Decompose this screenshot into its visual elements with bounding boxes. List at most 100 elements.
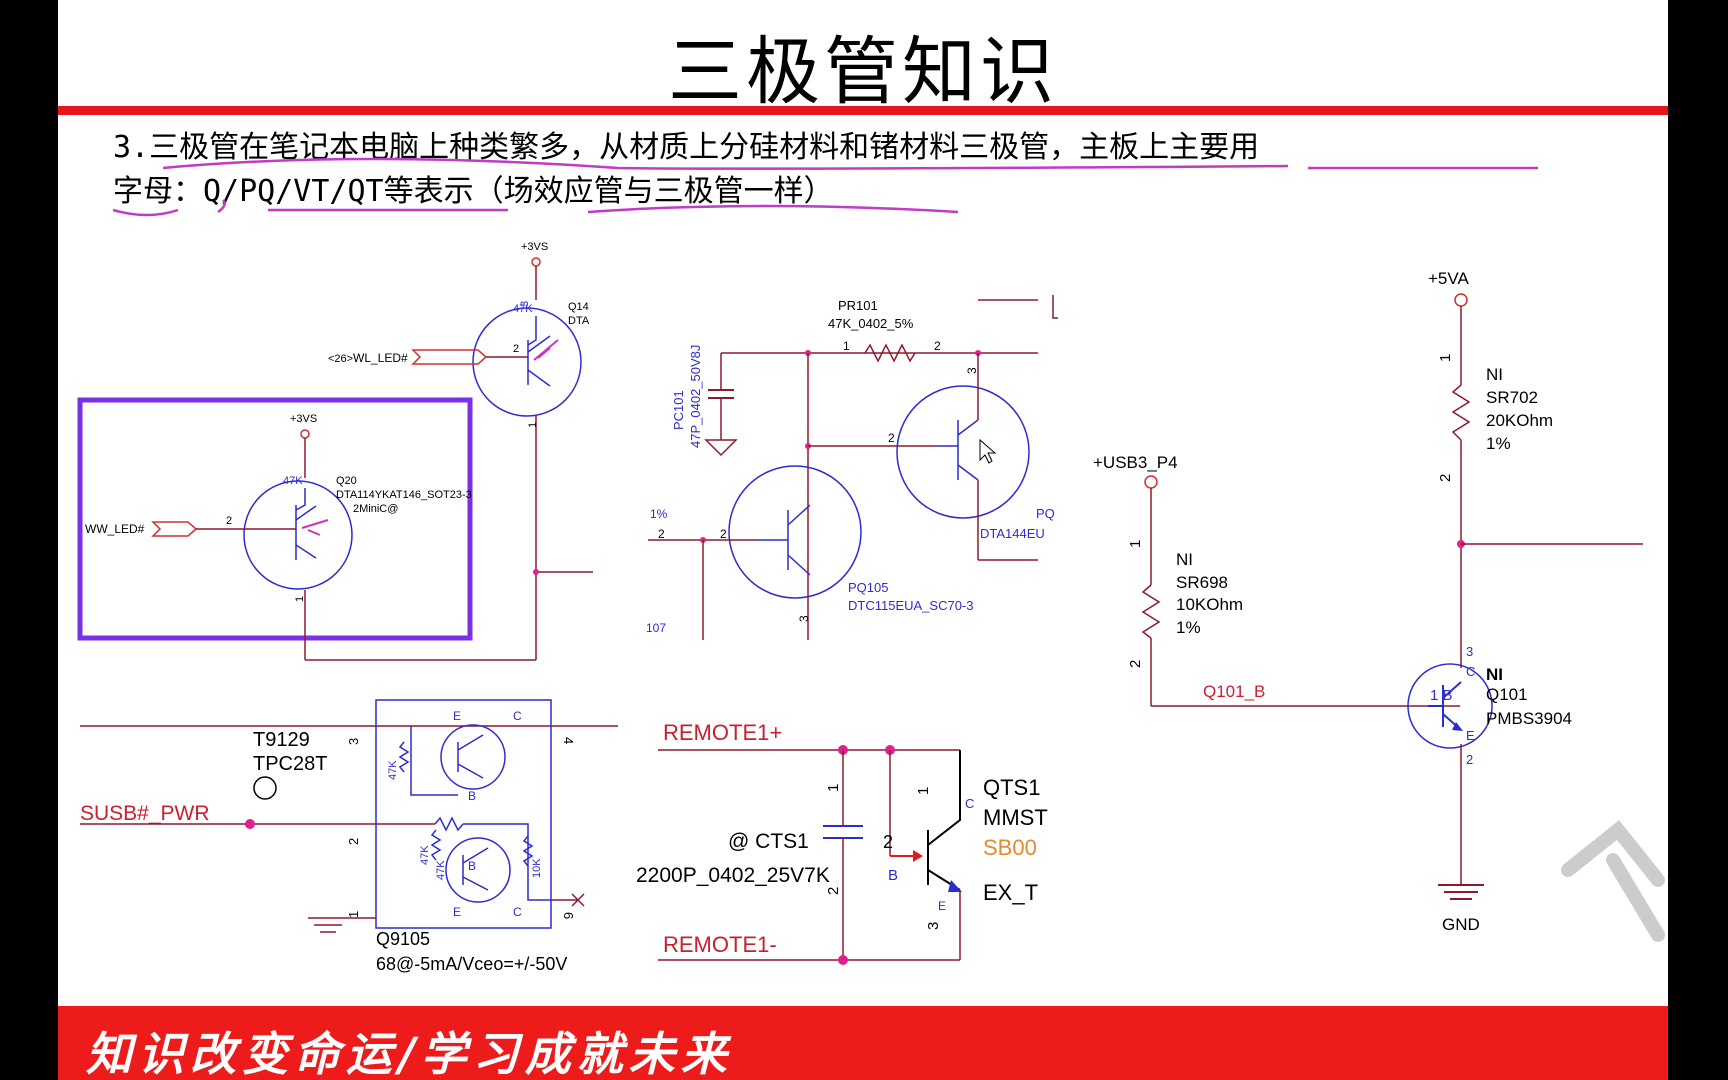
pq105-symbol (728, 465, 862, 599)
q9105-ref: Q9105 (376, 929, 430, 949)
q20-ref: Q20 (336, 475, 357, 487)
sr702-ref: SR702 (1486, 388, 1538, 407)
q101-symbol (1407, 663, 1493, 749)
q14-sheet: <26> (328, 353, 353, 365)
pq-ref-frag: 107 (646, 621, 666, 635)
q20-symbol (243, 480, 353, 590)
watermark-fragment (1561, 820, 1665, 942)
q9105-pin4: 4 (561, 737, 576, 744)
remote1-minus-net: REMOTE1- (663, 932, 777, 957)
q14-net-flag (411, 349, 488, 365)
q101-pin3: 3 (1466, 644, 1473, 659)
q9105-e-bot: E (453, 905, 461, 919)
pq-ref: PQ (1036, 506, 1055, 521)
susb-pwr-net: SUSB#_PWR (80, 802, 210, 825)
mouse-cursor (979, 438, 997, 464)
remote1-plus-net: REMOTE1+ (663, 720, 782, 745)
q20-pin1: 1 (294, 596, 306, 602)
pr101-val: 47K_0402_5% (828, 316, 914, 331)
q20-pin2: 2 (226, 515, 232, 527)
circuit-qts1: REMOTE1+ 1 2 @ CTS1 2200P_0402_25V7K 2 B… (636, 720, 1048, 965)
circuit-q20: +3VS 47K Q20 DTA114YKAT146_SOT23-3 2Mini… (85, 413, 472, 660)
q20-opt: 2MiniC@ (353, 503, 398, 515)
sr698-pin1: 1 (1127, 540, 1144, 548)
q101-gnd: GND (1442, 915, 1480, 934)
q101-pin-e: E (1466, 728, 1475, 743)
q9105-pin3: 3 (346, 738, 361, 745)
q101-type: PMBS3904 (1486, 709, 1572, 728)
pr101-pin1: 1 (843, 339, 850, 353)
pq-pin2: 2 (888, 431, 895, 445)
sr698-ref: SR698 (1176, 573, 1228, 592)
qts1-ref: QTS1 (983, 775, 1040, 800)
q9105-b-top: B (468, 789, 476, 803)
q9105-r3: 47K (435, 860, 447, 880)
q14-vcc-label: +3VS (521, 241, 548, 253)
qts1-part: SB00 (983, 835, 1037, 860)
sr698-ni: NI (1176, 550, 1193, 569)
qts1-pin-b: B (888, 867, 898, 884)
pq-left-pin2: 2 (658, 527, 665, 541)
qts1-type: MMST (983, 805, 1048, 830)
pq105-type: DTC115EUA_SC70-3 (848, 598, 973, 613)
q14-symbol (472, 307, 582, 417)
sr702-val: 20KOhm (1486, 411, 1553, 430)
pq-pct: 1% (650, 507, 668, 521)
sr698-pin2: 2 (1127, 660, 1144, 668)
q14-pin2: 2 (513, 343, 519, 355)
pr101-pin2: 2 (934, 339, 941, 353)
qts1-pin2: 2 (883, 832, 893, 852)
5va-vcc-label: +5VA (1428, 269, 1469, 288)
sr702-ni: NI (1486, 365, 1503, 384)
cts1-pin2: 2 (825, 887, 842, 895)
q9105-pin1: 1 (346, 911, 361, 918)
q101-pin-c: C (1466, 664, 1475, 679)
body-line-2: 字母：Q/PQ/VT/QT等表示（场效应管与三极管一样） (113, 174, 834, 209)
qts1-pin-e: E (938, 899, 946, 913)
q20-r1: 47K (283, 475, 303, 487)
q9105-package (375, 699, 552, 929)
q9105-r2: 47K (419, 845, 431, 865)
cts1-ref: @ CTS1 (728, 830, 809, 853)
sr698-val: 10KOhm (1176, 595, 1243, 614)
qts1-pin3: 3 (925, 922, 942, 930)
q20-type: DTA114YKAT146_SOT23-3 (336, 489, 472, 501)
footer-slogan: 知识改变命运/学习成就未来 (86, 1027, 733, 1080)
q14-net-label: WL_LED# (353, 351, 408, 365)
cts1-pin1: 1 (825, 784, 842, 792)
q9105-b-bot: B (468, 859, 476, 873)
q20-vcc-label: +3VS (290, 413, 317, 425)
pq105-pin3: 3 (797, 615, 811, 622)
pq-type: DTA144EU (980, 526, 1045, 541)
q9105-r1: 47K (387, 760, 399, 780)
circuit-pq105: PR101 47K_0402_5% 1 2 PC101 47P_0402_50V… (646, 295, 1058, 640)
pr101-ref: PR101 (838, 298, 878, 313)
pen-underlines (112, 157, 1538, 217)
footer-bar: 知识改变命运/学习成就未来 (58, 1006, 1668, 1080)
sr702-pin2: 2 (1437, 474, 1454, 482)
circuit-q101: +5VA 1 2 NI SR702 20KOhm 1% GND 1 B C E … (1407, 269, 1643, 934)
circuit-q9105: T9129 TPC28T SUSB#_PWR 3 2 1 4 6 E C E C… (80, 699, 618, 974)
schematic-canvas: +3VS 47K 3 Q14 DTA <26> WL_LED# 2 1 +3VS (77, 157, 1665, 974)
pc101-ref: PC101 (671, 390, 686, 430)
q101-pin2: 2 (1466, 752, 1473, 767)
cts1-val: 2200P_0402_25V7K (636, 864, 830, 887)
t9129-ref: T9129 (253, 729, 310, 751)
highlight-box (77, 397, 473, 641)
slide-title: 三极管知识 (668, 29, 1058, 115)
qts1-pin-c: C (965, 796, 974, 811)
q9105-c-bot: C (513, 905, 522, 919)
t9129-type: TPC28T (253, 753, 327, 775)
q9105-pin2: 2 (346, 838, 361, 845)
sr702-tol: 1% (1486, 434, 1511, 453)
q14-pin3: 3 (519, 301, 531, 307)
q14-ref: Q14 (568, 301, 589, 313)
slide: 三极管知识 3.三极管在笔记本电脑上种类繁多，从材质上分硅材料和锗材料三极管，主… (58, 0, 1668, 1080)
q9105-spec: 68@-5mA/Vceo=+/-50V (376, 954, 567, 974)
q20-net-label: WW_LED# (85, 522, 145, 536)
pq-symbol (896, 385, 1030, 519)
q101-b-net: Q101_B (1203, 682, 1265, 701)
sr698-symbol (1141, 584, 1161, 639)
circuit-sr698: +USB3_P4 1 2 NI SR698 10KOhm 1% Q101_B (1093, 453, 1460, 707)
q14-type: DTA (568, 315, 590, 327)
